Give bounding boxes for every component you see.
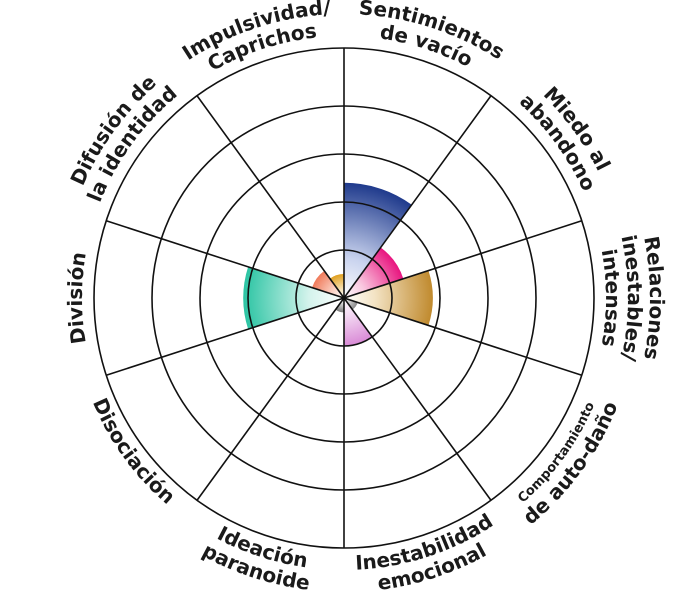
category-label-3-line-1: de auto-daño — [518, 398, 622, 529]
category-label-6-line-0: Disociación — [88, 394, 180, 508]
sectors-layer — [243, 182, 433, 346]
grid-spoke-3 — [343, 297, 583, 377]
grid-spoke-7 — [105, 297, 345, 377]
sector-8 — [312, 270, 344, 298]
grid-spoke-8 — [105, 219, 345, 299]
grid-spoke-2 — [343, 219, 583, 299]
sector-3 — [344, 298, 358, 310]
sector-2 — [344, 270, 433, 326]
sector-0 — [344, 182, 412, 298]
sector-4 — [344, 298, 373, 346]
grid-layer — [93, 47, 595, 549]
sector-7 — [243, 266, 344, 330]
category-label-7-line-0: División — [63, 250, 91, 345]
grid-spoke-1 — [343, 95, 492, 299]
grid-spoke-4 — [343, 297, 492, 501]
grid-spoke-9 — [196, 95, 345, 299]
sector-1 — [344, 247, 404, 298]
category-label-2-line-2: intensas — [597, 247, 625, 349]
grid-spoke-6 — [196, 297, 345, 501]
